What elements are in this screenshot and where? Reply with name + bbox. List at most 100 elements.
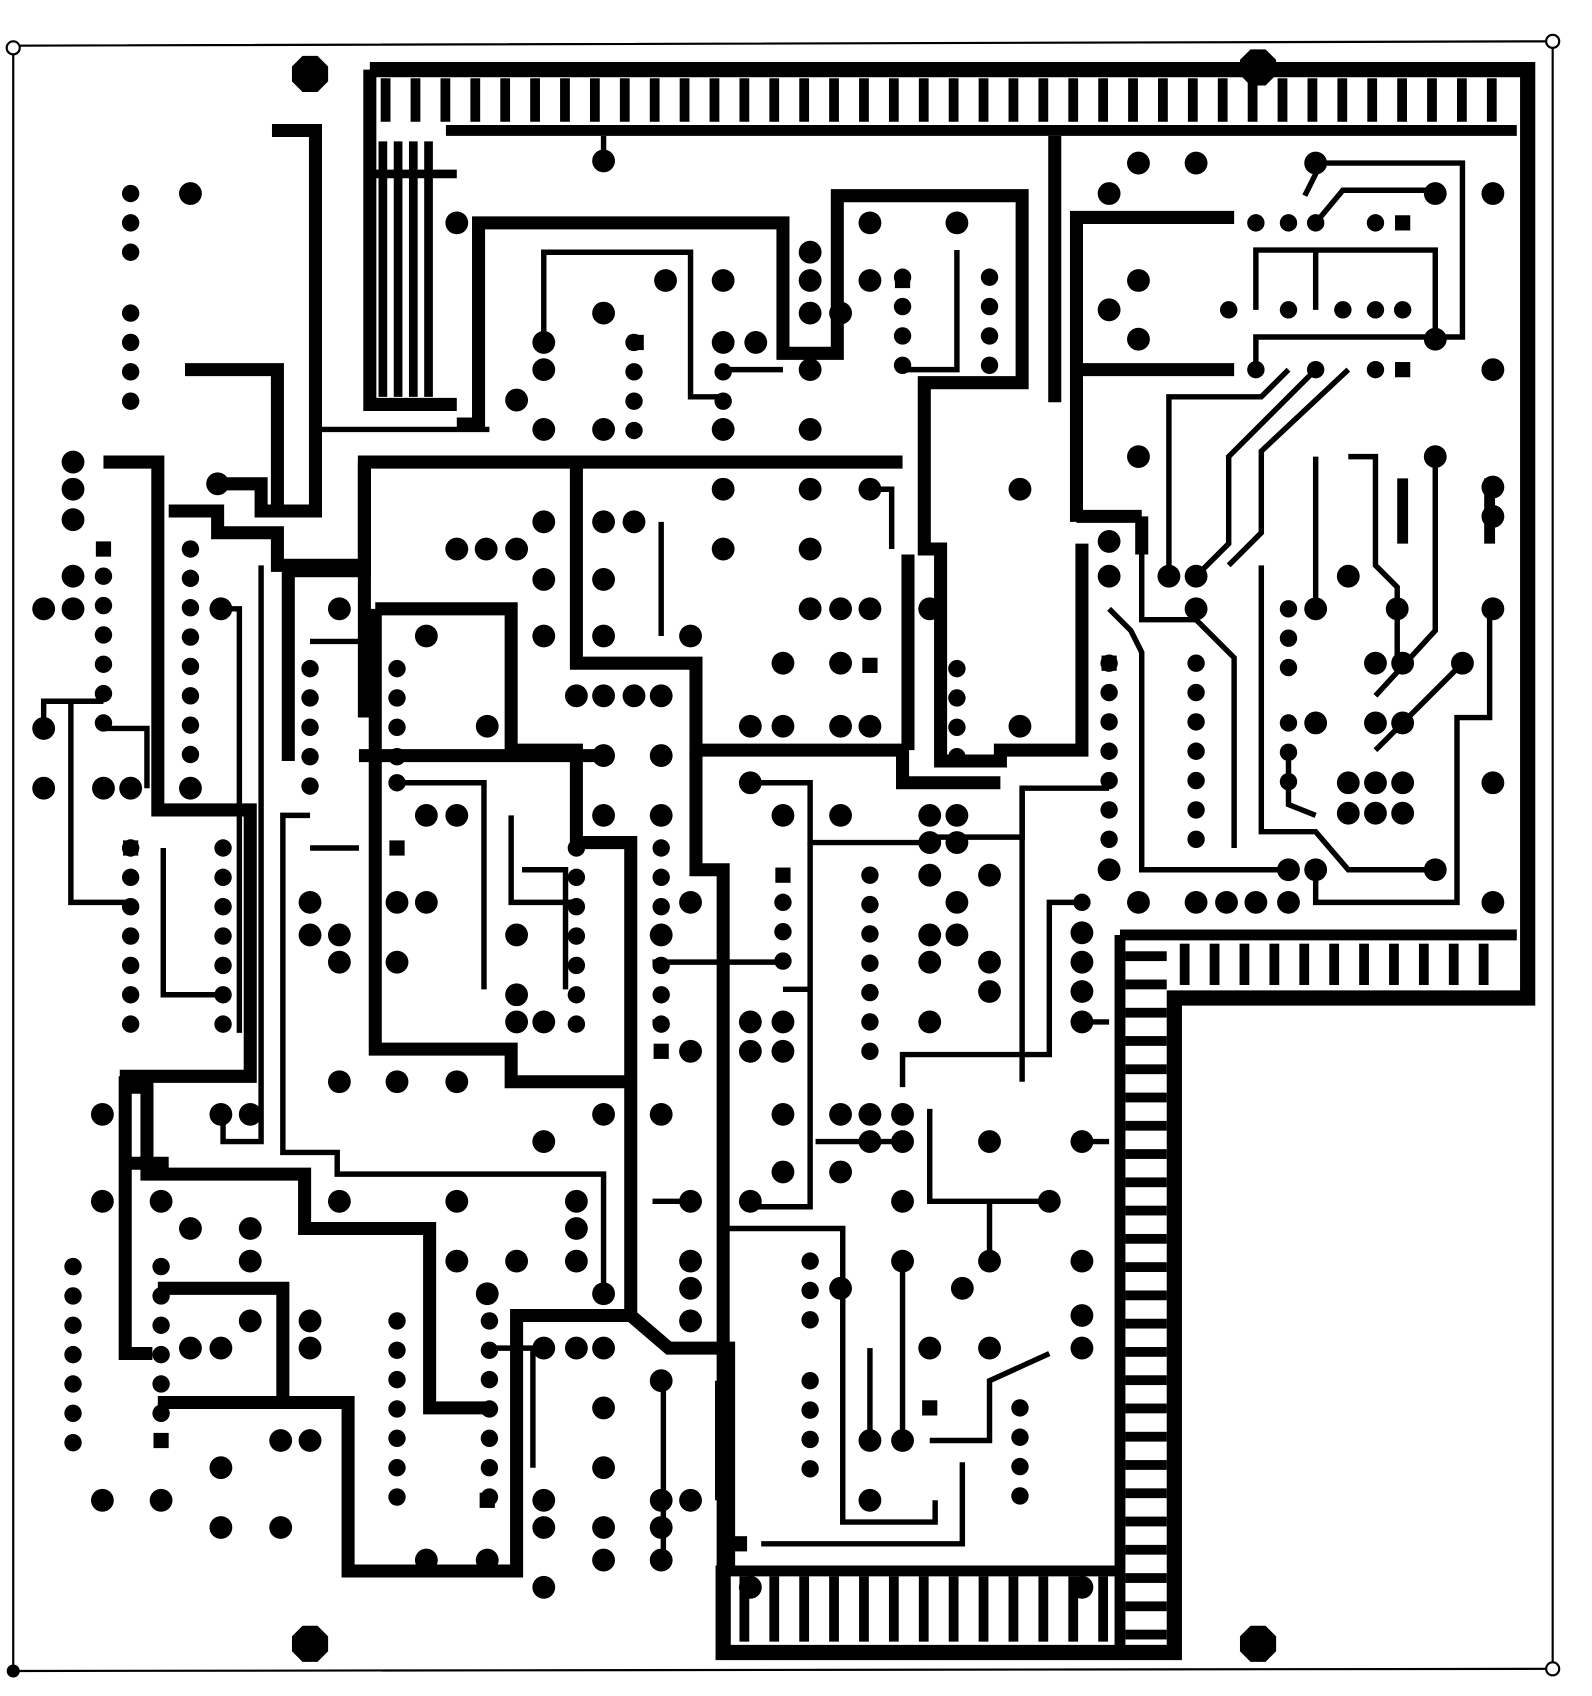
signal-trace [1258,565,1436,873]
pad [918,1010,942,1034]
pad [567,1015,586,1033]
pad [1279,600,1298,618]
connector-finger [380,78,391,122]
pad [1481,504,1505,528]
pad [861,925,879,943]
power-trace [185,363,284,511]
signal-trace [1194,367,1318,579]
pad [90,1102,114,1126]
connector-finger [1125,1347,1167,1357]
pad [1127,151,1150,175]
signal-trace [1313,187,1430,225]
connector-finger [1478,943,1489,985]
pad [388,659,406,678]
connector-finger [470,78,481,122]
pad [1097,858,1121,882]
pad [149,1189,173,1213]
pad [592,510,615,534]
pad [679,1488,702,1512]
pad [945,803,969,827]
pad [1391,651,1415,675]
connector-finger [1125,1092,1167,1103]
power-trace [1069,210,1235,522]
signal-trace [899,899,1082,1088]
signal-trace [929,1351,1051,1444]
pad [652,898,670,916]
pad [152,1287,170,1305]
pad [121,986,140,1004]
pad [679,1249,702,1273]
pad [829,1276,852,1300]
pad [625,421,643,440]
pad [945,923,969,947]
connector-finger [1125,951,1167,962]
connector-finger [1068,1576,1079,1642]
pad [1100,801,1118,819]
pad [622,684,646,708]
pad [1100,830,1118,848]
connector-finger [978,1576,989,1642]
pad [64,1316,82,1334]
pad [298,1429,322,1452]
pad [592,1456,615,1480]
pad [1073,893,1091,912]
signal-trace [1226,367,1351,568]
pad [121,184,140,203]
pad [327,1189,351,1213]
pad [592,1102,615,1126]
pad [652,956,670,975]
pad [388,1312,406,1330]
connector-finger [769,1576,780,1642]
component-pads [32,149,1505,1599]
pad [1070,980,1094,1003]
connector-finger [1125,1516,1167,1527]
pad [1100,683,1118,702]
connector-finger [1125,1205,1167,1216]
signal-trace [1285,750,1317,818]
connector-finger [739,78,750,122]
pad [738,714,762,738]
connector-finger [859,1576,869,1642]
pad [948,659,966,678]
pad [592,301,615,325]
pad [950,1276,974,1300]
pad [532,1010,556,1034]
power-trace [689,750,730,1566]
pad [1306,214,1325,232]
square-pad [894,272,911,289]
pad [92,776,115,800]
pad [1334,301,1352,319]
pad [1157,564,1181,588]
pad [209,597,233,621]
connector-finger [1209,943,1220,985]
pad [480,1341,499,1359]
connector-finger [440,78,451,122]
pad [567,986,586,1004]
pad [64,1375,82,1393]
pad [388,1429,406,1448]
connector-finger [560,78,570,122]
pad [94,714,113,732]
pad [1391,801,1415,825]
pad [505,388,529,412]
connector-finger [1158,78,1168,122]
pad [94,684,113,703]
pad [1070,1249,1094,1273]
pad [1391,771,1415,795]
pad [1011,1457,1029,1476]
pad [181,687,200,705]
connector-finger [619,78,630,122]
connector-finger [799,78,810,122]
connector-finger [1068,78,1079,122]
pad [654,269,677,292]
pad [32,776,56,800]
pad [858,1102,882,1126]
connector-finger [948,78,959,122]
pad [1011,1428,1029,1446]
pad [891,1102,914,1126]
pad [649,803,673,827]
pad [1100,771,1118,790]
pad [90,1488,114,1512]
pad [567,956,586,975]
connector-finger [500,78,511,122]
